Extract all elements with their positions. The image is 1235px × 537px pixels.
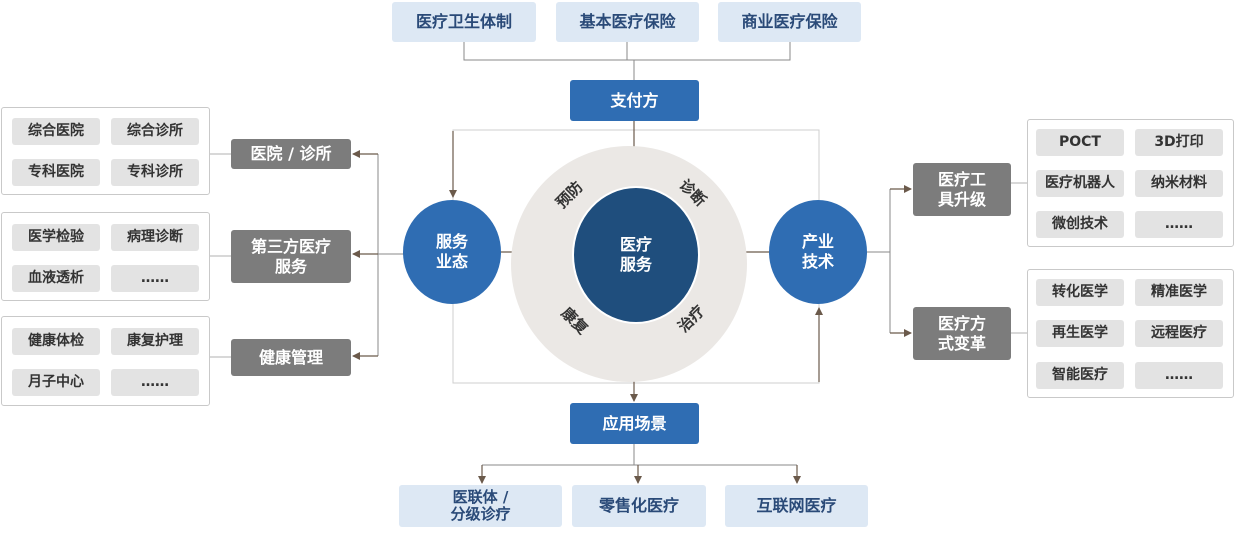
right-category-tool-upgrade: 医疗工 具升级 [913, 163, 1011, 216]
tag: 医学检验 [12, 224, 100, 251]
right-panel-methods: 转化医学 精准医学 再生医学 远程医疗 智能医疗 …… [1027, 269, 1234, 398]
tag: 医疗机器人 [1036, 170, 1124, 197]
tag: 健康体检 [12, 328, 100, 355]
left-category-hospital: 医院 / 诊所 [231, 139, 351, 169]
left-panel-health: 健康体检 康复护理 月子中心 …… [1, 316, 210, 406]
tag: 专科诊所 [111, 159, 199, 186]
top-box-commercial-insurance: 商业医疗保险 [718, 2, 861, 42]
payer-box: 支付方 [570, 80, 699, 121]
center-circle-medical-service: 医疗 服务 [572, 186, 700, 324]
left-panel-third-party: 医学检验 病理诊断 血液透析 …… [1, 212, 210, 301]
tag: 远程医疗 [1135, 320, 1223, 347]
top-box-basic-insurance: 基本医疗保险 [556, 2, 699, 42]
tag: 微创技术 [1036, 211, 1124, 238]
left-panel-hospital: 综合医院 综合诊所 专科医院 专科诊所 [1, 107, 210, 195]
tag: 专科医院 [12, 159, 100, 186]
left-circle-service-format: 服务 业态 [403, 200, 501, 304]
bottom-box-medical-alliance: 医联体 / 分级诊疗 [399, 485, 562, 527]
tag: 康复护理 [111, 328, 199, 355]
tag: 病理诊断 [111, 224, 199, 251]
right-panel-tools: POCT 3D打印 医疗机器人 纳米材料 微创技术 …… [1027, 119, 1234, 247]
application-box: 应用场景 [570, 403, 699, 444]
tag: 智能医疗 [1036, 362, 1124, 389]
tag: …… [111, 265, 199, 292]
tag: 综合诊所 [111, 118, 199, 145]
left-category-third-party: 第三方医疗 服务 [231, 230, 351, 283]
tag: 月子中心 [12, 369, 100, 396]
tag: 血液透析 [12, 265, 100, 292]
right-circle-industry-tech: 产业 技术 [769, 200, 867, 304]
tag: 再生医学 [1036, 320, 1124, 347]
tag: POCT [1036, 129, 1124, 156]
bottom-box-internet-medical: 互联网医疗 [725, 485, 868, 527]
tag: …… [1135, 211, 1223, 238]
tag: 3D打印 [1135, 129, 1223, 156]
top-box-health-system: 医疗卫生体制 [392, 2, 536, 42]
left-category-health-management: 健康管理 [231, 339, 351, 376]
tag: …… [1135, 362, 1223, 389]
tag: 精准医学 [1135, 279, 1223, 306]
tag: …… [111, 369, 199, 396]
right-category-method-change: 医疗方 式变革 [913, 307, 1011, 360]
tag: 纳米材料 [1135, 170, 1223, 197]
tag: 转化医学 [1036, 279, 1124, 306]
tag: 综合医院 [12, 118, 100, 145]
bottom-box-retail-medical: 零售化医疗 [572, 485, 706, 527]
top-bracket-line [463, 42, 791, 61]
